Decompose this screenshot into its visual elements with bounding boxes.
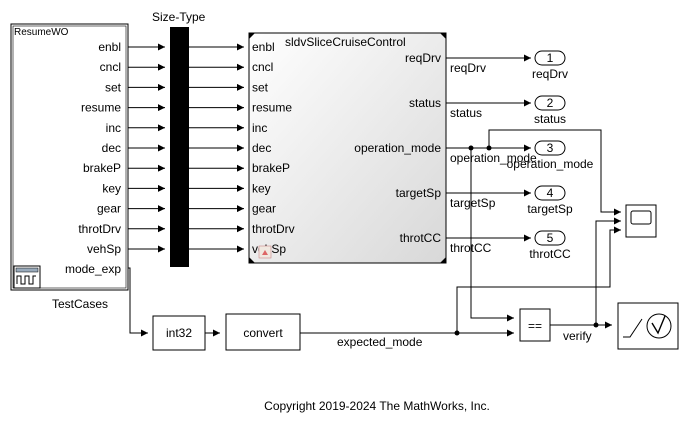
outport-label: operation_mode — [507, 157, 594, 171]
expected-mode-label: expected_mode — [337, 335, 423, 349]
subsystem-output-targetSp: targetSp — [396, 186, 442, 200]
subsystem-badge-icon — [258, 245, 272, 259]
wire-opmode-relop — [470, 148, 514, 322]
output-wires: reqDrvstatusoperation_modetargetSpthrotC… — [446, 54, 537, 255]
int32-block[interactable]: int32 — [152, 315, 206, 351]
subsystem-output-reqDrv: reqDrv — [405, 51, 441, 65]
subsystem-output-throtCC: throtCC — [400, 231, 442, 245]
outport-label: throtCC — [529, 247, 571, 261]
testcases-port-labels: enbl cncl set resume inc dec brakeP key gear thro… — [65, 40, 122, 276]
subsystem-input-inc: inc — [252, 121, 267, 135]
subsystem-title: sldvSliceCruiseControl — [285, 35, 406, 49]
cruise-control-subsystem[interactable]: sldvSliceCruiseControl enbl cncl set resume… — [248, 32, 447, 264]
subsystem-input-key: key — [252, 181, 271, 195]
scope-block[interactable] — [625, 204, 657, 238]
signal-label-status: status — [450, 106, 482, 120]
subsystem-input-cncl: cncl — [252, 60, 273, 74]
outport-3[interactable]: 3 operation_mode — [507, 140, 594, 171]
outport-number: 4 — [547, 186, 554, 200]
subsystem-input-resume: resume — [252, 101, 292, 115]
testcases-port-brakeP: brakeP — [83, 161, 121, 175]
outport-5[interactable]: 5 throtCC — [529, 230, 571, 261]
testcases-block[interactable]: ResumeWO enbl cncl set resume inc dec brakeP ke… — [10, 23, 129, 291]
subsystem-input-throtDrv: throtDrv — [252, 222, 295, 236]
signal-label-reqDrv: reqDrv — [450, 61, 486, 75]
convert-label: convert — [243, 326, 283, 340]
subsystem-output-labels: reqDrv status operation_mode targetSp throtC… — [354, 51, 441, 245]
subsystem-input-labels: enbl cncl set resume inc dec brakeP key gear thro… — [252, 40, 295, 256]
testcases-port-enbl: enbl — [98, 40, 121, 54]
subsystem-input-brakeP: brakeP — [252, 161, 290, 175]
subsystem-output-operation_mode: operation_mode — [354, 141, 441, 155]
testcases-port-resume: resume — [81, 101, 121, 115]
verify-label: verify — [563, 329, 592, 343]
outport-label: reqDrv — [532, 67, 568, 81]
copyright-text: Copyright 2019-2024 The MathWorks, Inc. — [264, 399, 490, 413]
convert-block[interactable]: convert — [225, 313, 301, 351]
testcases-port-gear: gear — [97, 202, 121, 216]
outport-1[interactable]: 1 reqDrv — [532, 50, 568, 81]
int32-label: int32 — [166, 326, 192, 340]
bus-creator-bar[interactable] — [170, 27, 189, 267]
scope-screen-icon — [630, 210, 652, 225]
subsystem-input-enbl: enbl — [252, 40, 275, 54]
bus-label: Size-Type — [152, 10, 206, 24]
testcases-port-inc: inc — [106, 121, 121, 135]
signal-builder-icon — [13, 265, 41, 289]
switch-icon — [623, 318, 643, 338]
subsystem-input-dec: dec — [252, 141, 271, 155]
wire-opmode-scope — [488, 129, 621, 216]
outport-number: 1 — [547, 51, 554, 65]
subsystem-input-set: set — [252, 80, 269, 94]
outport-label: status — [534, 112, 566, 126]
testcases-port-mode_exp: mode_exp — [65, 262, 121, 276]
testcases-port-key: key — [102, 181, 121, 195]
subsystem-output-status: status — [409, 96, 441, 110]
relational-operator-block[interactable]: == — [519, 308, 551, 342]
outport-number: 5 — [547, 231, 554, 245]
wire-verify-scope — [595, 217, 621, 325]
outport-blocks: 1 reqDrv 2 status 3 operation_mode 4 targetSp 5 t… — [507, 50, 594, 261]
wire-expected-to-scope — [456, 226, 621, 333]
testcases-port-set: set — [105, 80, 122, 94]
outport-label: targetSp — [527, 202, 573, 216]
check-circle-icon — [646, 313, 672, 339]
wire-mode-exp — [128, 267, 148, 337]
signal-label-targetSp: targetSp — [450, 196, 496, 210]
outport-number: 3 — [547, 141, 554, 155]
proof-objective-block[interactable] — [617, 302, 679, 350]
check-icon — [651, 315, 666, 335]
testcases-label: TestCases — [52, 297, 108, 311]
input-wires — [128, 43, 244, 253]
testcases-port-cncl: cncl — [100, 60, 121, 74]
testcases-title: ResumeWO — [14, 27, 69, 38]
outport-2[interactable]: 2 status — [534, 95, 566, 126]
relop-label: == — [528, 319, 542, 333]
outport-4[interactable]: 4 targetSp — [527, 185, 573, 216]
signal-label-operation_mode: operation_mode — [450, 151, 537, 165]
subsystem-input-gear: gear — [252, 202, 276, 216]
testcases-port-dec: dec — [102, 141, 121, 155]
testcases-port-throtDrv: throtDrv — [78, 222, 121, 236]
outport-number: 2 — [547, 96, 554, 110]
testcases-port-vehSp: vehSp — [87, 242, 121, 256]
